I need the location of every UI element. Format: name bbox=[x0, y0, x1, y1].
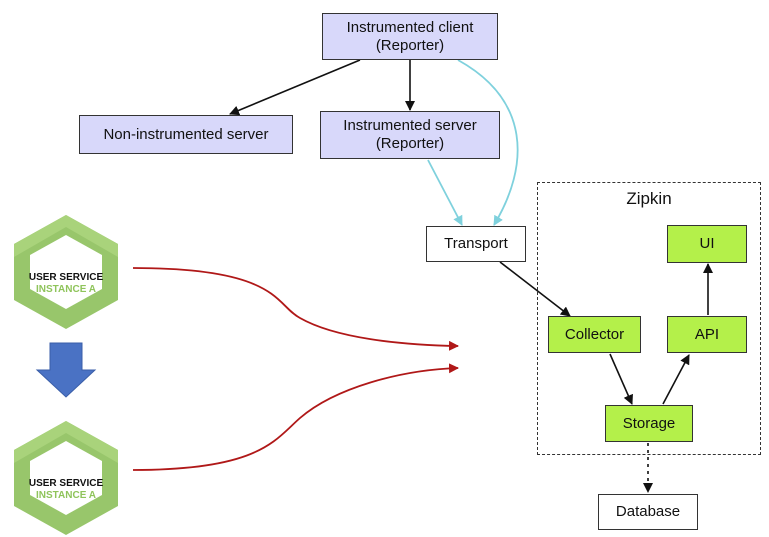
service-title: USER SERVICE bbox=[28, 272, 104, 283]
node-line: (Reporter) bbox=[375, 135, 445, 152]
hexagon-icon bbox=[14, 215, 118, 329]
node-line: UI bbox=[699, 235, 715, 252]
node-ui: UI bbox=[667, 225, 747, 263]
node-transport: Transport bbox=[426, 226, 526, 262]
edge-server-to-transport bbox=[427, 159, 463, 226]
node-instrumented-server: Instrumented server (Reporter) bbox=[320, 111, 500, 159]
node-line: Database bbox=[615, 503, 681, 520]
user-service-hexagon-bottom: USER SERVICE INSTANCE A bbox=[12, 419, 120, 537]
user-service-hexagon-top: USER SERVICE INSTANCE A bbox=[12, 213, 120, 331]
node-line: Instrumented server bbox=[343, 117, 477, 134]
node-collector: Collector bbox=[548, 316, 641, 353]
red-curve-upper bbox=[132, 267, 459, 351]
red-curve-lower bbox=[132, 363, 459, 471]
node-non-instrumented-server: Non-instrumented server bbox=[79, 115, 293, 154]
node-line: Non-instrumented server bbox=[103, 125, 269, 143]
node-api: API bbox=[667, 316, 747, 353]
node-line: Collector bbox=[564, 325, 625, 343]
node-instrumented-client: Instrumented client (Reporter) bbox=[322, 13, 498, 60]
node-line: API bbox=[694, 325, 720, 343]
node-line: (Reporter) bbox=[375, 36, 445, 54]
edge-client-to-non-instrumented bbox=[229, 59, 361, 116]
service-instance: INSTANCE A bbox=[36, 284, 96, 295]
edge-storage-to-api bbox=[662, 354, 690, 405]
service-instance: INSTANCE A bbox=[36, 490, 96, 501]
node-line: Storage bbox=[622, 414, 676, 432]
edge-transport-to-collector bbox=[499, 261, 571, 317]
node-line: Instrumented client bbox=[346, 18, 474, 36]
node-line: Transport bbox=[444, 235, 508, 252]
node-storage: Storage bbox=[605, 405, 693, 442]
service-title: USER SERVICE bbox=[28, 478, 104, 489]
node-database: Database bbox=[598, 494, 698, 530]
edge-collector-to-storage bbox=[609, 353, 633, 405]
cluster-label: Zipkin bbox=[626, 189, 672, 208]
edge-client-to-transport bbox=[457, 59, 519, 226]
zipkin-cluster: Zipkin bbox=[537, 182, 761, 455]
down-arrow-icon bbox=[35, 342, 97, 398]
hexagon-icon bbox=[14, 421, 118, 535]
